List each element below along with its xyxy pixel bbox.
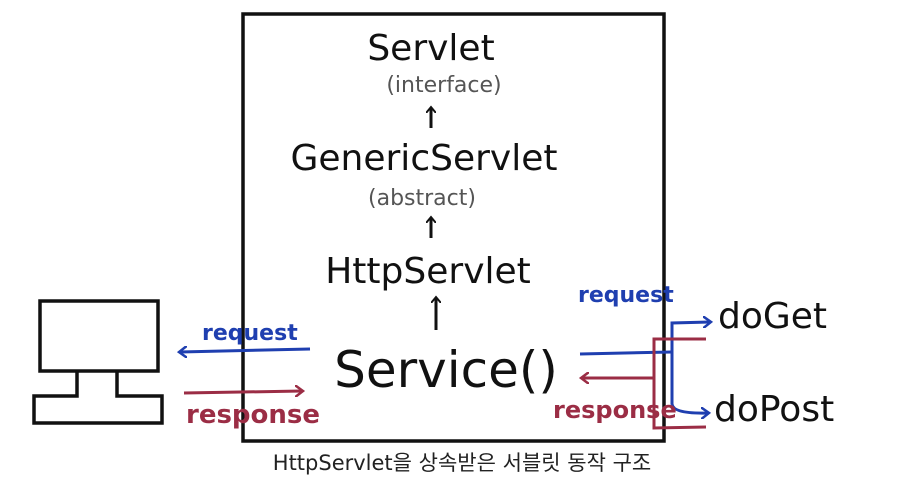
do-post-label: doPost	[714, 389, 834, 430]
handler-request-label: request	[578, 283, 674, 308]
http-servlet-label: HttpServlet	[325, 251, 531, 292]
handler-request-fork	[579, 322, 710, 413]
generic-servlet-note: (abstract)	[368, 186, 476, 211]
client-response-label: response	[186, 400, 320, 430]
client-request-arrow	[180, 349, 311, 352]
hierarchy-frame	[241, 12, 666, 443]
do-get-label: doGet	[718, 296, 827, 337]
caption: HttpServlet을 상속받은 서블릿 동작 구조	[273, 451, 651, 475]
client-request-label: request	[202, 321, 298, 346]
generic-servlet-label: GenericServlet	[291, 138, 558, 179]
handler-response-label: response	[553, 396, 677, 424]
service-method-label: Service()	[334, 341, 558, 399]
servlet-label: Servlet	[367, 28, 494, 69]
servlet-note: (interface)	[386, 73, 501, 98]
handler-response-merge	[582, 337, 707, 430]
computer-icon	[32, 299, 164, 425]
client-response-arrow	[183, 391, 302, 393]
